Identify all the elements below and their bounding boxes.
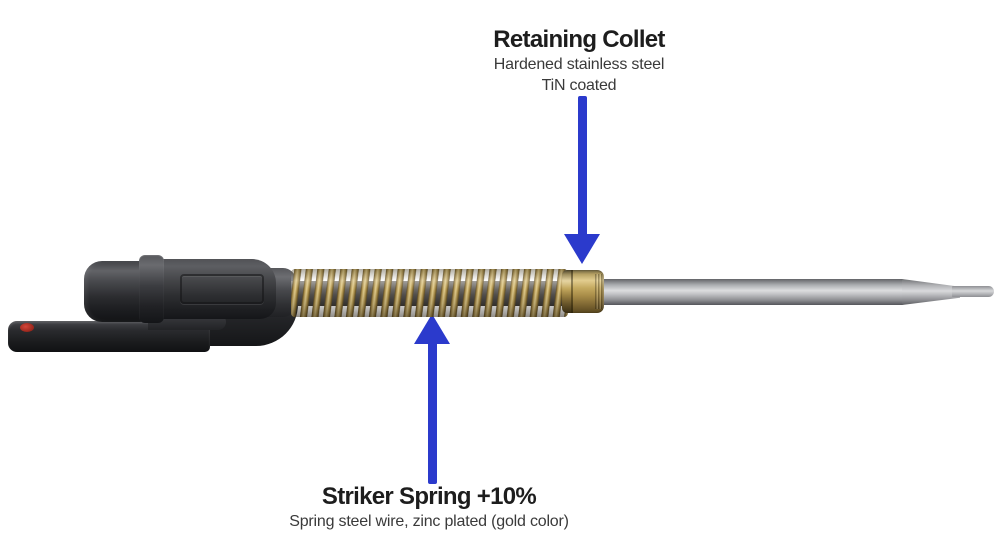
striker-rod (600, 279, 904, 305)
spring-annotation: Striker Spring +10% Spring steel wire, z… (228, 482, 630, 532)
striker-spring (291, 269, 568, 317)
collet-annotation-line2: TiN coated (541, 77, 617, 94)
firing-pin-tip (952, 286, 994, 297)
spring-annotation-line1: Spring steel wire, zinc plated (gold col… (289, 513, 569, 530)
arrow-up-head (414, 314, 450, 344)
collet-annotation-line1: Hardened stainless steel (493, 56, 665, 73)
rear-cylinder (84, 261, 144, 322)
red-indicator-dot (20, 323, 34, 332)
spring-coils (291, 269, 568, 317)
arrow-up-shaft (428, 342, 437, 484)
collet-annotation: Retaining Collet Hardened stainless stee… (419, 25, 739, 96)
collet-knurl (595, 274, 604, 309)
body-panel-groove (180, 274, 264, 304)
arrow-down-shaft (578, 96, 587, 236)
retaining-collet (562, 270, 604, 313)
striker-body-block (158, 259, 276, 319)
spring-shading (291, 269, 568, 317)
spring-annotation-title: Striker Spring +10% (321, 483, 537, 510)
collet-annotation-title: Retaining Collet (493, 26, 665, 53)
collet-flange (562, 270, 573, 313)
arrow-down-head (564, 234, 600, 264)
collar-ring (139, 255, 164, 323)
